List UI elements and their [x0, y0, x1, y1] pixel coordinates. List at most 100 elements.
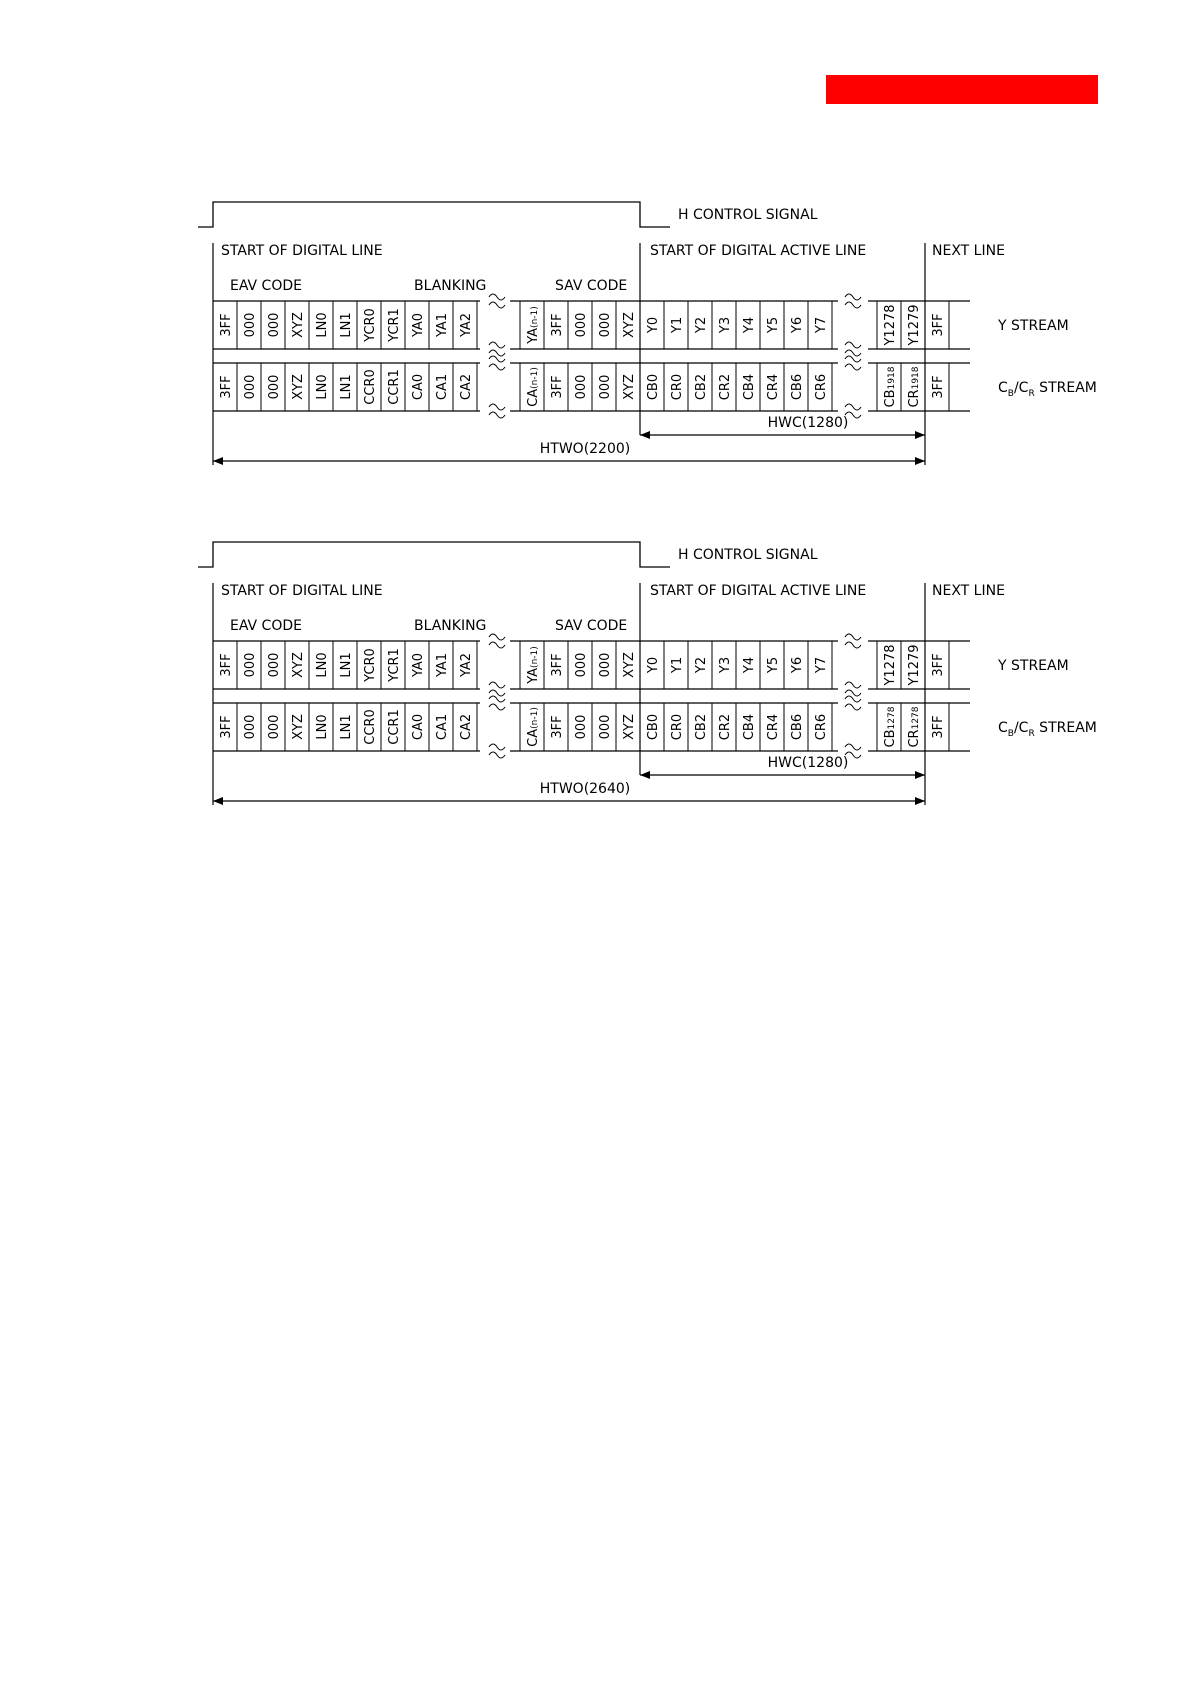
c_cells-cell: XYZ	[291, 374, 306, 400]
c_cells-cell: 3FF	[931, 715, 946, 738]
c_cells-cell: 000	[267, 715, 282, 740]
y_cells-cell: 3FF	[931, 313, 946, 336]
y_cells-cell-main: YA	[526, 328, 541, 345]
c_cells-cell-sub: (n-1)	[530, 707, 540, 729]
y_cells-break-mark	[488, 293, 506, 309]
c_cells-break-mark	[844, 355, 862, 371]
y_cells-break-mark	[488, 341, 506, 357]
y_cells-cell: Y1279	[907, 644, 922, 686]
c_cells-cell: CB1278	[883, 706, 898, 747]
c_cells-break-mark	[488, 403, 506, 419]
c_cells-cell: CA(n-1)	[526, 707, 541, 747]
y_cells-break-mark	[488, 633, 506, 649]
cbcr-stream-label-part: STREAM	[1035, 380, 1097, 396]
c_cells-cell: CB4	[742, 714, 757, 740]
eav-code-label: EAV CODE	[230, 618, 302, 634]
y_cells-cell: LN1	[339, 652, 354, 677]
c_cells-cell-sub: 1918	[911, 366, 921, 389]
sav-code-label: SAV CODE	[555, 278, 627, 294]
c_cells-cell: CA1	[435, 714, 450, 740]
y_cells-cell: YA2	[459, 653, 474, 678]
c_cells-cell: 000	[598, 375, 613, 400]
c_cells-cell: 3FF	[931, 375, 946, 398]
hwc-arrow-left-head	[640, 771, 650, 779]
y_cells-break-mark	[488, 681, 506, 697]
y_cells-cell: 000	[243, 653, 258, 678]
c_cells-cell: CB6	[790, 374, 805, 400]
y_cells-cell: 000	[243, 313, 258, 338]
y_cells-cell: Y5	[766, 657, 781, 674]
y_cells-cell-main: YA	[526, 668, 541, 685]
y_cells-break-mark	[844, 681, 862, 697]
c_cells-cell: CB2	[694, 714, 709, 740]
c_cells-cell-sub: 1918	[887, 366, 897, 389]
y_cells-cell: Y4	[742, 317, 757, 334]
y_cells-cell: Y3	[718, 657, 733, 674]
y_cells-cell: LN0	[315, 652, 330, 677]
c_cells-cell-sub: 1278	[887, 706, 897, 729]
y_cells-cell: 000	[598, 653, 613, 678]
y_cells-cell: 000	[267, 313, 282, 338]
c_cells-cell: 000	[243, 715, 258, 740]
y_cells-cell: XYZ	[291, 652, 306, 678]
y_cells-cell-sub: (n-1)	[530, 306, 540, 328]
next-line-label: NEXT LINE	[932, 583, 1005, 599]
y-stream-label: Y STREAM	[997, 318, 1069, 334]
h-control-signal-label: H CONTROL SIGNAL	[678, 547, 818, 563]
c_cells-cell: CR2	[718, 374, 733, 400]
y_cells-cell: 000	[267, 653, 282, 678]
c_cells-cell: XYZ	[291, 714, 306, 740]
header-red-bar	[826, 75, 1098, 104]
htwo-arrow-left-head	[213, 797, 223, 805]
c_cells-cell: LN1	[339, 374, 354, 399]
c_cells-cell: CR1918	[907, 366, 922, 407]
htwo-label: HTWO(2200)	[540, 441, 631, 457]
y_cells-cell: 3FF	[931, 653, 946, 676]
c_cells-cell: CA(n-1)	[526, 367, 541, 407]
y_cells-cell: 3FF	[219, 313, 234, 336]
y_cells-cell: Y1	[670, 657, 685, 674]
cbcr-stream-label: CB/CR STREAM	[998, 380, 1097, 399]
y_cells-break-mark	[844, 633, 862, 649]
c_cells-cell: CCR1	[387, 709, 402, 744]
y_cells-cell: 000	[598, 313, 613, 338]
y_cells-cell: XYZ	[291, 312, 306, 338]
c_cells-cell-main: CA	[526, 729, 541, 747]
start-of-digital-active-line-label: START OF DIGITAL ACTIVE LINE	[650, 583, 866, 599]
c_cells-cell-main: CR	[907, 389, 922, 407]
y_cells-cell: YA(n-1)	[526, 646, 541, 685]
y_cells-cell: Y7	[814, 317, 829, 334]
cbcr-stream-label-part: C	[998, 380, 1008, 396]
hwc-arrow-right-head	[915, 431, 925, 439]
c_cells-cell: CA1	[435, 374, 450, 400]
c_cells-break-mark	[488, 355, 506, 371]
y_cells-cell: Y1	[670, 317, 685, 334]
cbcr-stream-label-part: STREAM	[1035, 720, 1097, 736]
c_cells-cell: CCR0	[363, 369, 378, 404]
y_cells-cell: XYZ	[622, 312, 637, 338]
y_cells-cell: Y0	[646, 657, 661, 674]
htwo-arrow-right-head	[915, 797, 925, 805]
c_cells-cell-main: CB	[883, 729, 898, 747]
hwc-arrow-right-head	[915, 771, 925, 779]
y_cells-cell: YA(n-1)	[526, 306, 541, 345]
c_cells-break-mark	[488, 695, 506, 711]
cbcr-stream-label-part: /C	[1014, 380, 1029, 396]
c_cells-cell: 3FF	[550, 375, 565, 398]
y_cells-cell: Y2	[694, 657, 709, 674]
c_cells-cell-sub: 1278	[911, 706, 921, 729]
c_cells-break-mark	[844, 695, 862, 711]
c_cells-cell: CR4	[766, 374, 781, 400]
c_cells-cell: CR2	[718, 714, 733, 740]
y_cells-cell: YA2	[459, 313, 474, 338]
y_cells-cell: YCR1	[387, 308, 402, 343]
htwo-arrow-left-head	[213, 457, 223, 465]
c_cells-cell: LN0	[315, 714, 330, 739]
c_cells-cell: CB2	[694, 374, 709, 400]
c_cells-cell: LN1	[339, 714, 354, 739]
cbcr-stream-label: CB/CR STREAM	[998, 720, 1097, 739]
c_cells-cell: 3FF	[219, 715, 234, 738]
c_cells-cell: CCR1	[387, 369, 402, 404]
y_cells-cell: 3FF	[219, 653, 234, 676]
c_cells-cell: CR4	[766, 714, 781, 740]
